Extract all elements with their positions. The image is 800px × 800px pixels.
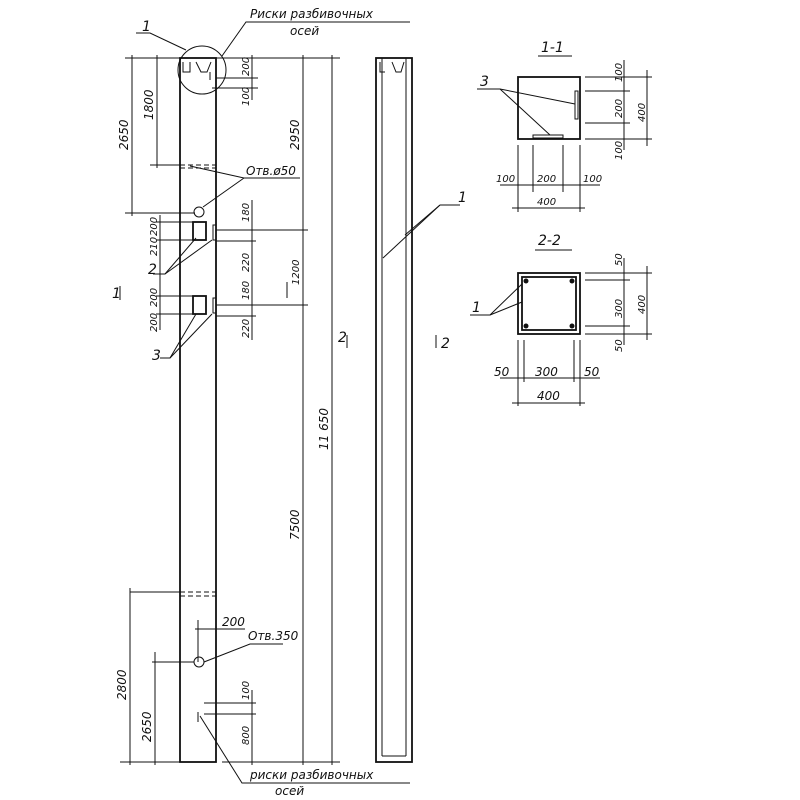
s1-right-100-top: 100 <box>614 63 625 82</box>
marker-3: 3 <box>152 348 161 364</box>
s1-bottom-200: 200 <box>537 174 556 185</box>
hole-bottom-label: Отв.350 <box>248 629 299 643</box>
section-2-marker-left: 2 <box>338 330 347 346</box>
risks-bottom-label: риски разбивочных <box>249 768 374 782</box>
column-side-view <box>375 57 460 763</box>
dim-2800: 2800 <box>115 669 129 700</box>
s1-bottom-400: 400 <box>537 197 556 208</box>
embedded-plate-3 <box>192 295 207 315</box>
s2-bottom-50-right: 50 <box>584 365 600 379</box>
dim-800: 800 <box>241 726 252 745</box>
section-2-2: 2-2 1 50 300 50 400 50 300 50 400 <box>470 233 652 406</box>
dim-220-b: 220 <box>241 319 252 338</box>
dim-100-top: 100 <box>241 87 252 106</box>
dim-11650: 11 650 <box>317 408 331 450</box>
detail-circle <box>177 45 227 95</box>
s2-bottom-50-left: 50 <box>494 365 510 379</box>
embedded-plate-2 <box>192 221 207 241</box>
s1-right-100-bottom: 100 <box>614 141 625 160</box>
dim-220-a: 220 <box>241 253 252 272</box>
section-1-marker-3: 3 <box>480 74 489 90</box>
dimension-lines <box>120 55 340 765</box>
side-view-marker: 1 <box>458 190 467 206</box>
hole-top-label: Отв.ø50 <box>246 164 296 178</box>
dim-200-top: 200 <box>241 57 252 76</box>
section-1-title: 1-1 <box>541 40 564 56</box>
marker-1-top: 1 <box>142 19 151 35</box>
s2-right-50-bottom: 50 <box>614 339 625 352</box>
dim-2650-top: 2650 <box>117 119 131 150</box>
dim-100-bottom: 100 <box>241 681 252 700</box>
risks-top-label: Риски разбивочных <box>250 7 374 21</box>
dim-7500: 7500 <box>288 509 302 540</box>
risks-top-label-2: осей <box>290 24 319 38</box>
hole-bottom <box>193 656 205 668</box>
dim-1200: 1200 <box>291 260 302 285</box>
marker-2: 2 <box>148 262 157 278</box>
column-front-view <box>177 45 227 763</box>
dim-180-a: 180 <box>241 203 252 222</box>
s2-right-300: 300 <box>614 299 625 318</box>
s1-bottom-100-left: 100 <box>496 174 515 185</box>
dim-180-b: 180 <box>241 281 252 300</box>
dim-200-left-c: 200 <box>149 313 160 332</box>
hole-top <box>193 206 205 218</box>
section-2-title: 2-2 <box>538 233 561 249</box>
s2-right-50-top: 50 <box>614 253 625 266</box>
s2-bottom-400: 400 <box>537 389 560 403</box>
leaders <box>119 21 437 784</box>
s1-right-400: 400 <box>637 103 648 122</box>
dim-210-left: 210 <box>149 237 160 256</box>
rotated-dimensions: 2650 1800 2950 200 100 180 220 180 220 1… <box>115 57 331 745</box>
section-2-marker-right: 2 <box>441 336 450 352</box>
dim-200-bottom: 200 <box>222 615 245 629</box>
risks-bottom-label-2: осей <box>275 784 304 798</box>
section-1-1: 1-1 3 100 200 100 400 100 200 100 400 <box>477 40 652 212</box>
dim-1800: 1800 <box>142 89 156 120</box>
section-1-marker: 1 <box>112 286 121 302</box>
dim-200-left-a: 200 <box>149 217 160 236</box>
s1-right-200: 200 <box>614 99 625 118</box>
dim-2950: 2950 <box>288 119 302 150</box>
dim-2650-bottom: 2650 <box>140 711 154 742</box>
section-2-marker-1: 1 <box>472 300 481 316</box>
s2-bottom-300: 300 <box>535 365 558 379</box>
s1-bottom-100-right: 100 <box>583 174 602 185</box>
dim-200-left-b: 200 <box>149 288 160 307</box>
s2-right-400: 400 <box>637 295 648 314</box>
